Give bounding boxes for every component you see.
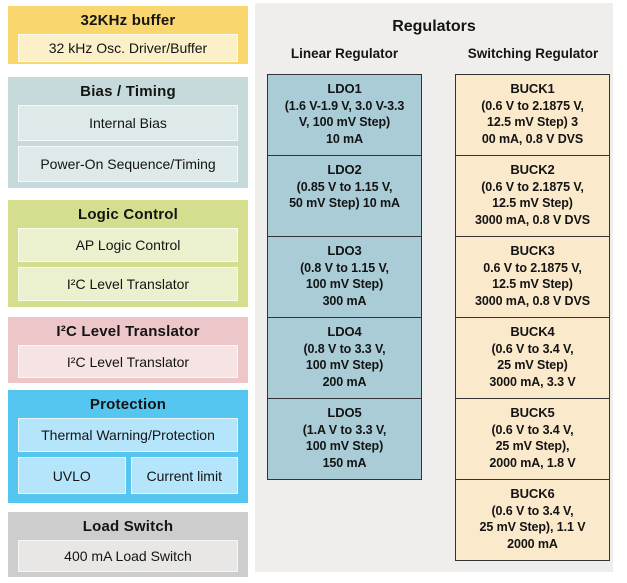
ldo4-line3: 200 mA [322,375,367,390]
block-i2c-level-translator: I²C Level Translator I²C Level Translato… [8,317,248,383]
ldo5-line1: (1.A V to 3.3 V, [302,422,387,437]
block-i2c-item-translator: I²C Level Translator [18,345,238,378]
block-load-title: Load Switch [82,518,174,535]
block-logic-item-i2c-translator: I²C Level Translator [18,267,238,301]
ldo5-line2: 100 mV Step) [305,439,384,454]
buck6-line1: (0.6 V to 3.4 V, [491,503,574,518]
buck3-line3: 3000 mA, 0.8 V DVS [475,294,590,309]
buck6-box: BUCK6 (0.6 V to 3.4 V, 25 mV Step), 1.1 … [456,480,609,560]
ldo2-name: LDO2 [327,162,362,177]
buck5-line3: 2000 mA, 1.8 V [489,456,576,471]
buck1-line2: 12.5 mV Step) 3 [487,115,578,130]
switching-regulator-stack: BUCK1 (0.6 V to 2.1875 V, 12.5 mV Step) … [455,74,610,561]
linear-regulator-header: Linear Regulator [290,46,399,61]
block-bias-title: Bias / Timing [80,83,176,100]
regulators-title: Regulators [392,18,476,35]
buck1-name: BUCK1 [510,81,555,96]
ldo3-line1: (0.8 V to 1.15 V, [300,260,389,275]
buck3-name: BUCK3 [510,243,555,258]
block-logic-item-ap-logic: AP Logic Control [18,228,238,262]
ldo1-line3: 10 mA [325,132,364,147]
buck4-box: BUCK4 (0.6 V to 3.4 V, 25 mV Step) 3000 … [456,318,609,399]
ldo4-name: LDO4 [327,324,362,339]
block-load-switch: Load Switch 400 mA Load Switch [8,512,248,577]
buck4-line3: 3000 mA, 3.3 V [489,375,576,390]
buck1-line3: 00 mA, 0.8 V DVS [481,132,584,147]
block-32khz-title: 32KHz buffer [80,12,176,29]
buck3-line2: 12.5 mV Step) [492,277,573,292]
block-32khz-buffer: 32KHz buffer 32 kHz Osc. Driver/Buffer [8,6,248,64]
buck6-line2: 25 mV Step), 1.1 V [479,520,586,535]
block-protection-item-thermal: Thermal Warning/Protection [18,418,238,452]
ldo1-line1: (1.6 V-1.9 V, 3.0 V-3.3 [284,98,405,113]
ldo1-box: LDO1 (1.6 V-1.9 V, 3.0 V-3.3 V, 100 mV S… [268,75,421,156]
block-i2c-title: I²C Level Translator [56,323,200,340]
buck5-box: BUCK5 (0.6 V to 3.4 V, 25 mV Step), 2000… [456,399,609,480]
buck4-line2: 25 mV Step) [497,358,568,373]
buck4-line1: (0.6 V to 3.4 V, [491,341,574,356]
buck1-box: BUCK1 (0.6 V to 2.1875 V, 12.5 mV Step) … [456,75,609,156]
ldo5-name: LDO5 [327,405,362,420]
block-32khz-item-osc-driver: 32 kHz Osc. Driver/Buffer [18,34,238,62]
ldo2-box: LDO2 (0.85 V to 1.15 V, 50 mV Step) 10 m… [268,156,421,237]
buck2-name: BUCK2 [510,162,555,177]
buck6-line3: 2000 mA [507,537,558,552]
ldo5-line3: 150 mA [322,456,367,471]
block-protection-item-uvlo: UVLO [18,457,126,494]
block-protection-split-row: UVLO Current limit [18,457,238,494]
block-protection-item-current-limit: Current limit [130,457,238,494]
ldo3-line3: 300 mA [322,294,367,309]
ldo3-line2: 100 mV Step) [305,277,384,292]
ldo5-box: LDO5 (1.A V to 3.3 V, 100 mV Step) 150 m… [268,399,421,479]
buck2-line2: 12.5 mV Step) [492,196,573,211]
buck6-name: BUCK6 [510,486,555,501]
buck1-line1: (0.6 V to 2.1875 V, [481,98,584,113]
buck2-line3: 3000 mA, 0.8 V DVS [475,213,590,228]
ldo2-line1: (0.85 V to 1.15 V, [296,179,393,194]
ldo4-box: LDO4 (0.8 V to 3.3 V, 100 mV Step) 200 m… [268,318,421,399]
buck2-box: BUCK2 (0.6 V to 2.1875 V, 12.5 mV Step) … [456,156,609,237]
ldo3-name: LDO3 [327,243,362,258]
ldo2-line2: 50 mV Step) 10 mA [289,196,400,211]
buck3-box: BUCK3 0.6 V to 2.1875 V, 12.5 mV Step) 3… [456,237,609,318]
ldo4-line1: (0.8 V to 3.3 V, [303,341,386,356]
ldo1-line2: V, 100 mV Step) [298,115,391,130]
buck5-name: BUCK5 [510,405,555,420]
block-protection-title: Protection [89,396,167,413]
buck5-line1: (0.6 V to 3.4 V, [491,422,574,437]
block-load-item-400ma: 400 mA Load Switch [18,540,238,572]
ldo3-box: LDO3 (0.8 V to 1.15 V, 100 mV Step) 300 … [268,237,421,318]
block-bias-item-power-on-sequence: Power-On Sequence/Timing [18,146,238,182]
buck2-line1: (0.6 V to 2.1875 V, [481,179,584,194]
block-protection: Protection Thermal Warning/Protection UV… [8,390,248,503]
buck4-name: BUCK4 [510,324,555,339]
linear-regulator-stack: LDO1 (1.6 V-1.9 V, 3.0 V-3.3 V, 100 mV S… [267,74,422,480]
switching-regulator-header: Switching Regulator [467,46,599,61]
block-logic-control: Logic Control AP Logic Control I²C Level… [8,200,248,307]
buck5-line2: 25 mV Step), [495,439,570,454]
ldo1-name: LDO1 [327,81,362,96]
ldo4-line2: 100 mV Step) [305,358,384,373]
block-logic-title: Logic Control [77,206,179,223]
block-bias-item-internal-bias: Internal Bias [18,105,238,141]
buck3-line1: 0.6 V to 2.1875 V, [483,260,582,275]
block-bias-timing: Bias / Timing Internal Bias Power-On Seq… [8,77,248,188]
